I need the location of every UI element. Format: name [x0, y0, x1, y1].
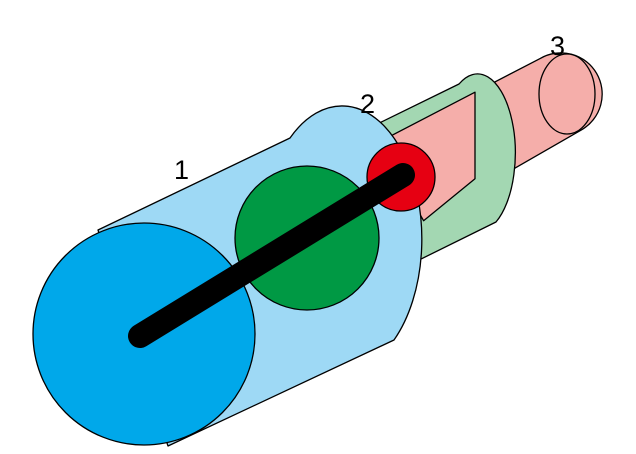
label-cylinder-2: 2	[360, 89, 375, 119]
central-rod	[128, 163, 415, 348]
label-cylinder-3: 3	[550, 31, 565, 61]
label-cylinder-1: 1	[174, 155, 189, 185]
cylinder-3-far-cap	[538, 53, 596, 135]
